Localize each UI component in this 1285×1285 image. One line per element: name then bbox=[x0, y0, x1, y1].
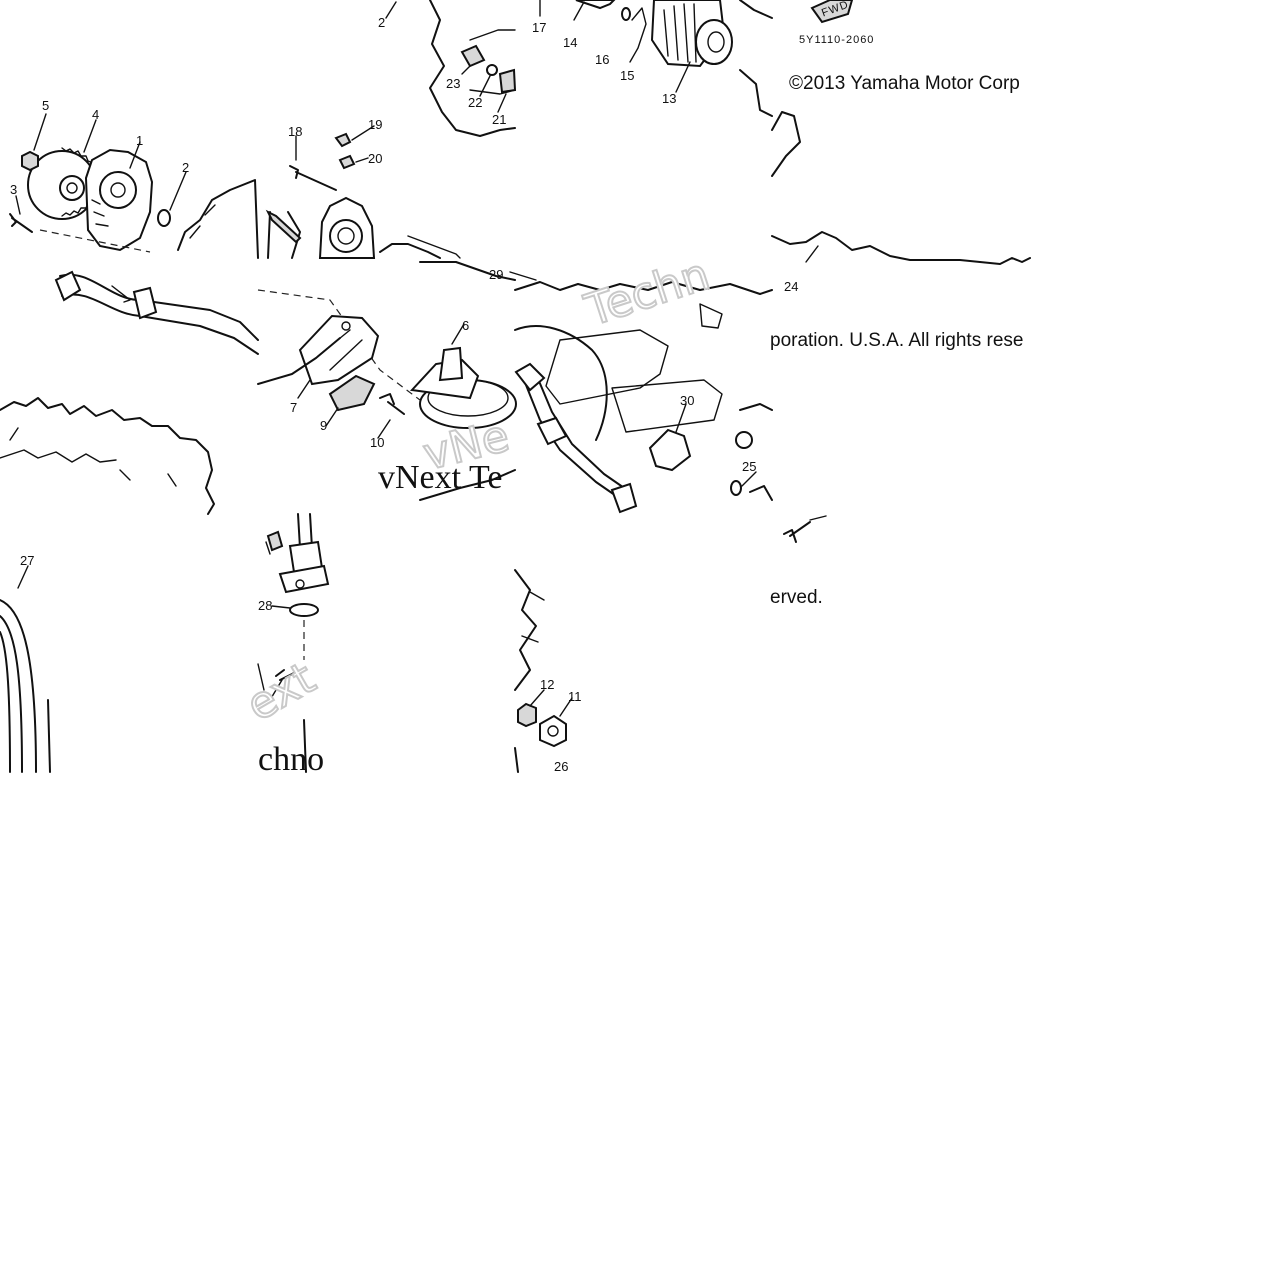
gauge-o-ring bbox=[289, 603, 319, 617]
callout-c7: 7 bbox=[290, 400, 297, 415]
callout-c26: 26 bbox=[554, 759, 568, 774]
callout-c19: 19 bbox=[368, 117, 382, 132]
tile-oil-strainer bbox=[257, 261, 517, 501]
oil-pump-cover bbox=[318, 196, 376, 259]
callout-labels: 2 17 14 16 15 13 23 22 21 5 4 1 2 3 18 1… bbox=[10, 15, 798, 774]
callout-c3: 3 bbox=[10, 182, 17, 197]
oil-strainer bbox=[409, 346, 517, 429]
callout-c2a: 2 bbox=[378, 15, 385, 30]
oil-filter-element bbox=[650, 0, 733, 68]
oil-tank-hose bbox=[0, 599, 37, 773]
tile-oil-tank-hose bbox=[0, 565, 51, 773]
copyright-piece-1: ©2013 Yamaha Motor Corp bbox=[789, 73, 1020, 94]
washer bbox=[517, 702, 537, 728]
strainer-bolt bbox=[379, 393, 405, 415]
callout-c21: 21 bbox=[492, 112, 506, 127]
drain-plug bbox=[539, 714, 567, 748]
oil-pump-body bbox=[84, 148, 154, 252]
callout-c4: 4 bbox=[92, 107, 99, 122]
tile-fwd-marker bbox=[771, 0, 1031, 265]
watermark-piece-5: vNe bbox=[418, 410, 514, 480]
callout-c2b: 2 bbox=[182, 160, 189, 175]
callout-c9: 9 bbox=[320, 418, 327, 433]
copyright-notice: ©2013 Yamaha Motor Corp poration. U.S.A.… bbox=[770, 73, 1023, 608]
callout-c11: 11 bbox=[568, 689, 582, 704]
callout-c6: 6 bbox=[462, 318, 469, 333]
watermark-piece-4: ext bbox=[238, 653, 324, 732]
tile-crankcase-oil-pipe bbox=[509, 271, 773, 514]
copyright-piece-3: erved. bbox=[770, 587, 823, 608]
callout-c30: 30 bbox=[680, 393, 694, 408]
callout-c18: 18 bbox=[288, 124, 302, 139]
bolt bbox=[9, 213, 33, 233]
callout-c27: 27 bbox=[20, 553, 34, 568]
callout-c24: 24 bbox=[784, 279, 798, 294]
callout-c15: 15 bbox=[620, 68, 634, 83]
strainer-plate bbox=[328, 374, 376, 412]
nut bbox=[21, 150, 39, 172]
long-bolt bbox=[289, 165, 337, 191]
callout-c13: 13 bbox=[662, 91, 676, 106]
callout-c14: 14 bbox=[563, 35, 577, 50]
oil-pipe bbox=[514, 362, 638, 514]
drain-bolt bbox=[783, 521, 811, 543]
callout-c17: 17 bbox=[532, 20, 546, 35]
part-code: 5Y1110-2060 bbox=[799, 34, 874, 46]
tile-oil-cover bbox=[265, 125, 461, 259]
callout-c5: 5 bbox=[42, 98, 49, 113]
oil-level-gauge bbox=[278, 513, 330, 594]
callout-c28: 28 bbox=[258, 598, 272, 613]
tile-drain-plug bbox=[514, 569, 573, 773]
watermark-piece-2: chno bbox=[258, 741, 324, 778]
tile-oil-level-gauge bbox=[257, 513, 330, 773]
o-ring bbox=[157, 209, 171, 227]
callout-c20: 20 bbox=[368, 151, 382, 166]
tile-drain bbox=[730, 471, 827, 543]
strainer-bracket bbox=[298, 314, 380, 386]
callout-c23: 23 bbox=[446, 76, 460, 91]
callout-c16: 16 bbox=[595, 52, 609, 67]
callout-c29: 29 bbox=[489, 267, 503, 282]
callout-c25: 25 bbox=[742, 459, 756, 474]
watermark-piece-3: Techn bbox=[579, 249, 716, 337]
tile-oil-filter bbox=[385, 0, 773, 137]
tile-oil-pump-assembly bbox=[9, 113, 259, 259]
callout-c10: 10 bbox=[370, 435, 384, 450]
callout-c22: 22 bbox=[468, 95, 482, 110]
tile-oil-hose bbox=[0, 270, 259, 515]
callout-c1: 1 bbox=[136, 133, 143, 148]
oil-level-sensor bbox=[648, 428, 692, 472]
watermark-piece-1: vNext Te bbox=[378, 459, 502, 496]
callout-c12: 12 bbox=[540, 677, 554, 692]
copyright-piece-2: poration. U.S.A. All rights rese bbox=[770, 330, 1023, 351]
oil-delivery-hose bbox=[54, 270, 259, 355]
